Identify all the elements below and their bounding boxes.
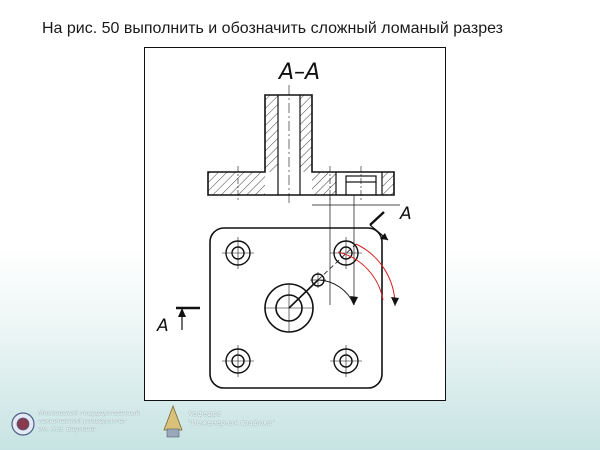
section-outline	[207, 94, 395, 196]
flange-far-right-hatch	[382, 172, 394, 195]
department-name: Кафедра "Инженерная графика"	[188, 410, 298, 428]
base-plate	[209, 227, 383, 389]
drawing-frame	[144, 47, 446, 401]
cut-label-left: А	[157, 316, 169, 336]
projection-lines	[312, 195, 400, 305]
university-name: Московский государственный технический у…	[38, 409, 148, 433]
department-line-1: Кафедра	[188, 410, 222, 418]
university-line-1: Московский государственный	[38, 409, 140, 417]
rotation-arcs	[317, 243, 399, 307]
central-boss	[264, 283, 314, 333]
flange-left-hatch	[208, 172, 265, 195]
corner-hole-tr	[330, 237, 362, 269]
section-label: А–А	[279, 60, 321, 85]
corner-hole-bl	[222, 345, 254, 377]
section-view	[207, 85, 395, 205]
bmstu-emblem-icon	[11, 412, 35, 436]
cutting-plane	[176, 211, 389, 330]
boss-right-wall-hatch	[300, 95, 312, 172]
department-emblem-icon	[163, 404, 183, 438]
university-line-2: технический университет	[38, 417, 127, 425]
cut-label-right: А	[400, 204, 412, 224]
corner-hole-tl	[222, 237, 254, 269]
corner-hole-br	[330, 345, 362, 377]
plan-view	[176, 211, 399, 389]
slide-title: На рис. 50 выполнить и обозначить сложны…	[42, 20, 503, 37]
department-line-2: "Инженерная графика"	[188, 419, 275, 427]
university-line-3: им. Н.Э. Баумана	[38, 425, 96, 433]
flange-right-hatch	[312, 172, 336, 195]
boss-left-wall-hatch	[265, 95, 278, 172]
